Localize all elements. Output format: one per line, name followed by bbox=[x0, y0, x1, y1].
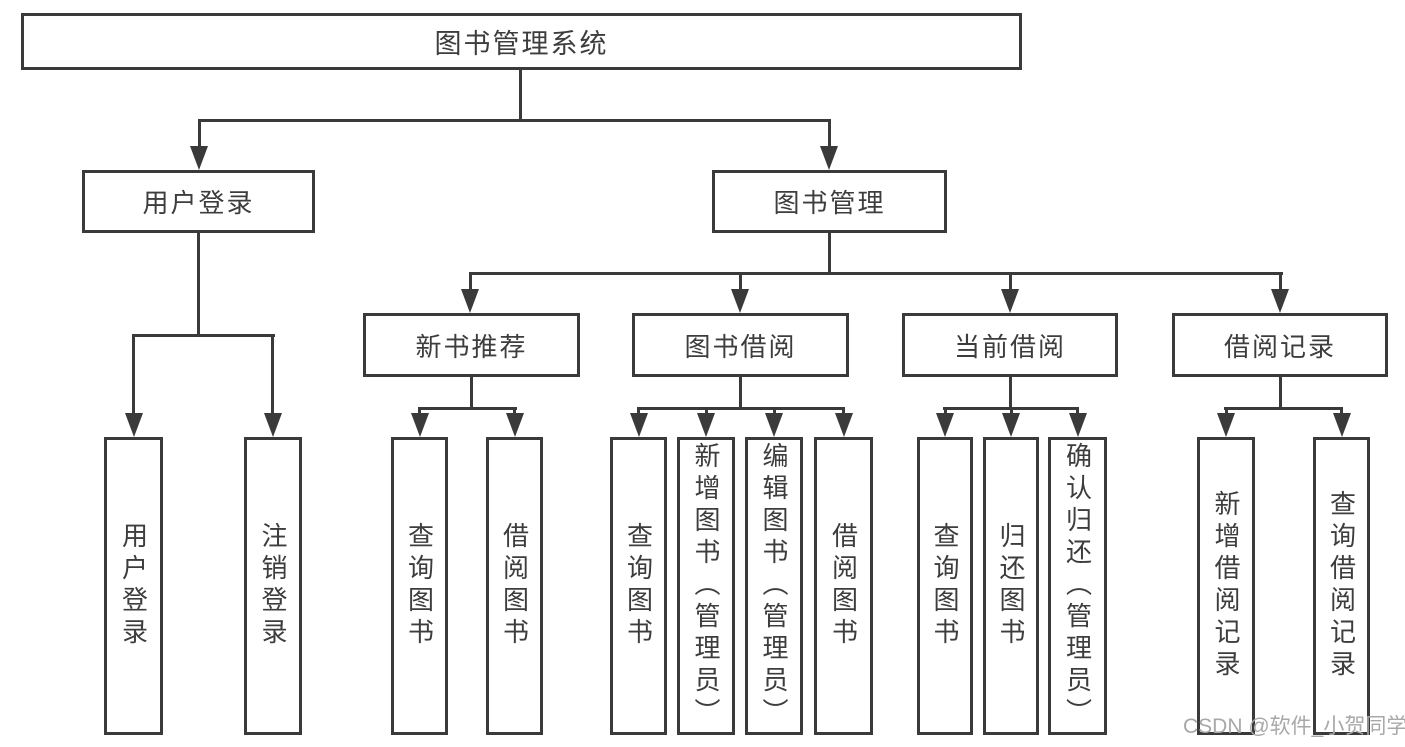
leaf-edit-book-admin: 编辑图书（管理员） bbox=[745, 437, 803, 735]
connector-line bbox=[198, 119, 201, 150]
connector-line bbox=[1279, 272, 1282, 292]
connector-line bbox=[637, 407, 845, 410]
arrow-down-icon bbox=[190, 146, 208, 170]
leaf-add-borrow-record: 新增借阅记录 bbox=[1197, 437, 1255, 735]
leaf-query-books-borrow: 查询图书 bbox=[610, 437, 667, 735]
arrow-down-icon bbox=[697, 413, 715, 437]
connector-line bbox=[418, 407, 517, 410]
leaf-return-book: 归还图书 bbox=[983, 437, 1039, 735]
leaf-query-books-recommend: 查询图书 bbox=[391, 437, 448, 735]
leaf-query-books-current: 查询图书 bbox=[917, 437, 973, 735]
arrow-down-icon bbox=[1001, 289, 1019, 313]
arrow-down-icon bbox=[835, 413, 853, 437]
connector-line bbox=[519, 70, 522, 120]
connector-line bbox=[271, 334, 274, 417]
arrow-down-icon bbox=[1002, 413, 1020, 437]
leaf-user-login: 用户登录 bbox=[104, 437, 163, 735]
arrow-down-icon bbox=[765, 413, 783, 437]
connector-line bbox=[469, 272, 1283, 275]
arrow-down-icon bbox=[731, 289, 749, 313]
connector-line bbox=[197, 233, 200, 337]
connector-line bbox=[739, 377, 742, 410]
connector-line bbox=[132, 334, 275, 337]
arrow-down-icon bbox=[461, 289, 479, 313]
connector-line bbox=[828, 233, 831, 274]
leaf-add-book-admin: 新增图书（管理员） bbox=[677, 437, 735, 735]
leaf-borrow-books-recommend: 借阅图书 bbox=[486, 437, 543, 735]
connector-line bbox=[1009, 377, 1012, 410]
connector-line bbox=[470, 377, 473, 410]
connector-line bbox=[739, 272, 742, 292]
leaf-borrow-books: 借阅图书 bbox=[814, 437, 873, 735]
node-borrow-records: 借阅记录 bbox=[1172, 313, 1388, 377]
arrow-down-icon bbox=[506, 413, 524, 437]
arrow-down-icon bbox=[630, 413, 648, 437]
connector-line bbox=[469, 272, 472, 292]
arrow-down-icon bbox=[264, 413, 282, 437]
node-book-management: 图书管理 bbox=[712, 170, 947, 233]
arrow-down-icon bbox=[1271, 289, 1289, 313]
arrow-down-icon bbox=[1069, 413, 1087, 437]
connector-line bbox=[1224, 407, 1343, 410]
node-user-login: 用户登录 bbox=[82, 170, 315, 233]
arrow-down-icon bbox=[1333, 413, 1351, 437]
leaf-query-borrow-record: 查询借阅记录 bbox=[1313, 437, 1370, 735]
connector-line bbox=[828, 119, 831, 150]
connector-line bbox=[1009, 272, 1012, 292]
connector-line bbox=[198, 119, 831, 122]
arrow-down-icon bbox=[411, 413, 429, 437]
leaf-confirm-return-admin: 确认归还（管理员） bbox=[1048, 437, 1107, 735]
csdn-watermark: CSDN @软件_小贺同学 bbox=[1183, 715, 1405, 738]
arrow-down-icon bbox=[1217, 413, 1235, 437]
node-current-borrow: 当前借阅 bbox=[902, 313, 1118, 377]
connector-line bbox=[132, 334, 135, 417]
arrow-down-icon bbox=[125, 413, 143, 437]
leaf-logout: 注销登录 bbox=[244, 437, 302, 735]
node-library-system: 图书管理系统 bbox=[21, 13, 1022, 70]
arrow-down-icon bbox=[820, 146, 838, 170]
node-new-book-recommend: 新书推荐 bbox=[363, 313, 580, 377]
arrow-down-icon bbox=[936, 413, 954, 437]
connector-line bbox=[1279, 377, 1282, 410]
node-book-borrow: 图书借阅 bbox=[632, 313, 849, 377]
